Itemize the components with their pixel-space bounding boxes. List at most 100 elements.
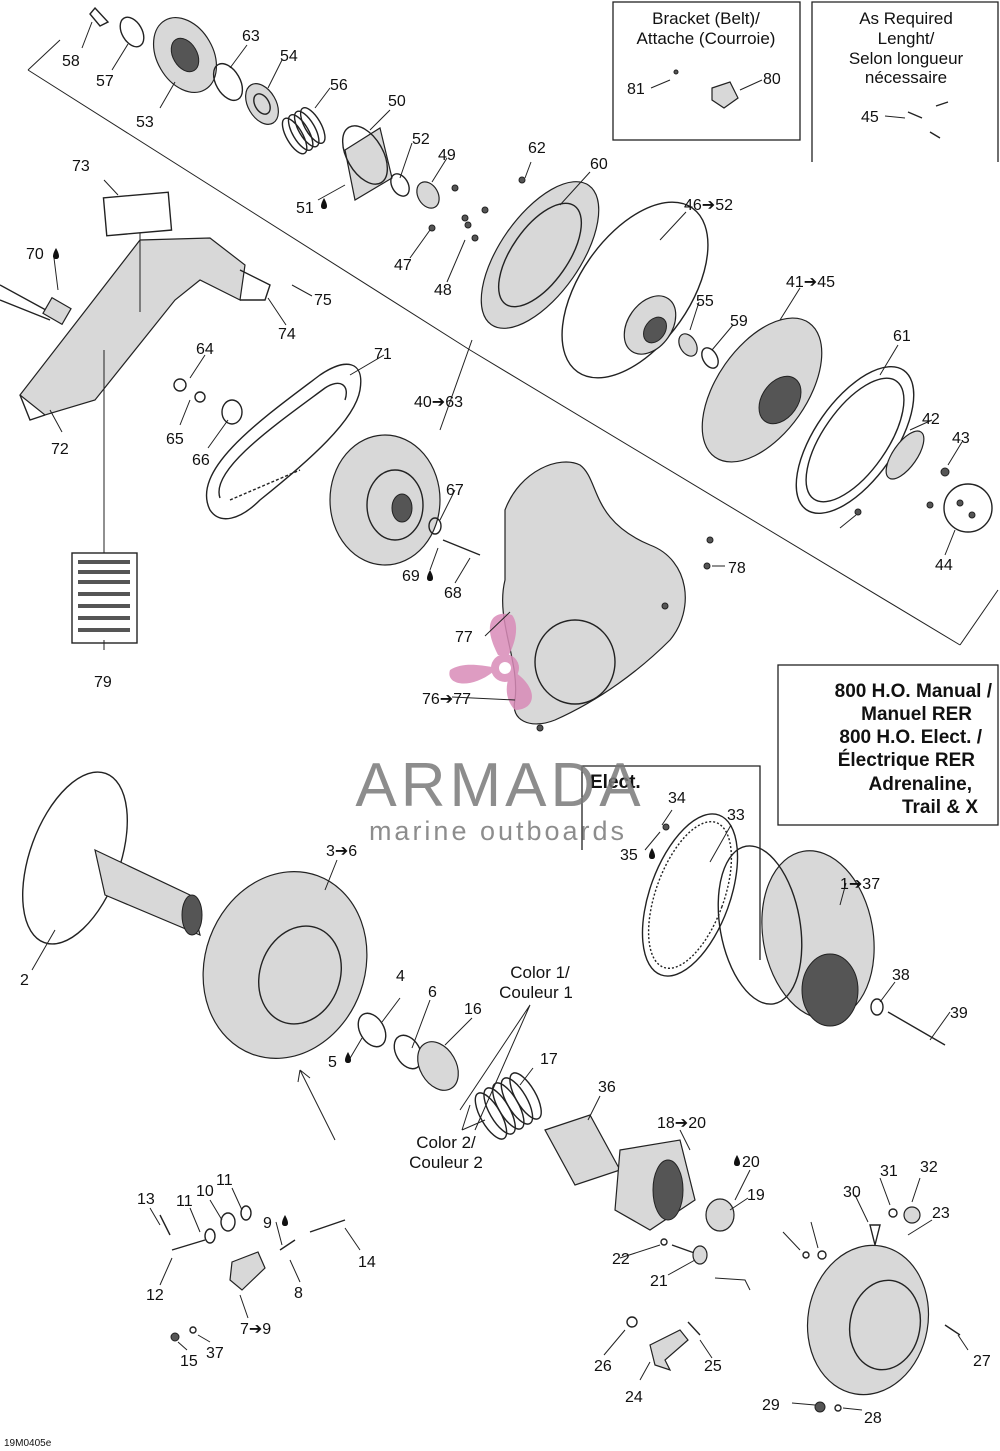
- drop-icon-5: [345, 1052, 351, 1063]
- bracket-title-line1: Bracket (Belt)/: [652, 9, 760, 28]
- part-label: 26: [594, 1358, 612, 1375]
- part-label: 40➔63: [414, 394, 463, 411]
- part-label: 43: [952, 430, 970, 447]
- part-label: 73: [72, 158, 90, 175]
- lower-parts: [21, 771, 961, 1413]
- part-label: 12: [146, 1287, 164, 1304]
- part-label: 33: [727, 807, 745, 824]
- part-label: 52: [412, 131, 430, 148]
- elect-label: Elect.: [590, 772, 641, 793]
- bracket-belt-box: Bracket (Belt)/ Attache (Courroie) 81 80: [612, 1, 801, 141]
- model-line6: Trail & X: [902, 797, 978, 818]
- elect-box: Elect.: [581, 765, 761, 960]
- part-label: 42: [922, 411, 940, 428]
- part-label: 2: [20, 972, 29, 989]
- part-label: 51: [296, 200, 314, 217]
- part-label: 66: [192, 452, 210, 469]
- part-label: 8: [294, 1285, 303, 1302]
- watermark: ARMADA marine outboards: [355, 613, 641, 846]
- part-label: 65: [166, 431, 184, 448]
- part-label: 19: [747, 1187, 765, 1204]
- part-label: 20: [742, 1154, 760, 1171]
- part-label: 62: [528, 140, 546, 157]
- part-label: 23: [932, 1205, 950, 1222]
- part-label: 78: [728, 560, 746, 577]
- part-label: 64: [196, 341, 214, 358]
- propeller-logo: [449, 613, 532, 710]
- part-label: 3➔6: [326, 843, 357, 860]
- drop-icon-35: [649, 848, 655, 859]
- color2-line1: Color 2/: [416, 1133, 476, 1152]
- part-label: 58: [62, 53, 80, 70]
- belt-guard: [0, 191, 271, 644]
- label-45: 45: [861, 109, 879, 126]
- part-label: 25: [704, 1358, 722, 1375]
- drop-icon-9: [282, 1215, 288, 1226]
- part-label: 70: [26, 246, 44, 263]
- color1-line2: Couleur 1: [499, 983, 573, 1002]
- drive-belt-and-pulley: [173, 363, 481, 566]
- part-label: 28: [864, 1410, 882, 1427]
- part-label: 61: [893, 328, 911, 345]
- part-label: 30: [843, 1184, 861, 1201]
- as-required-line2: Lenght/: [878, 29, 935, 48]
- part-label: 18➔20: [657, 1115, 706, 1132]
- drop-icon-20: [734, 1155, 740, 1166]
- part-label: 34: [668, 790, 686, 807]
- part-label: 47: [394, 257, 412, 274]
- part-label: 71: [374, 346, 392, 363]
- part-label: 77: [455, 629, 473, 646]
- as-required-line3: Selon longueur: [849, 49, 964, 68]
- part-label: 10: [196, 1183, 214, 1200]
- fluid-drop-icons: [53, 198, 740, 1226]
- part-label: 5: [328, 1054, 337, 1071]
- part-label: 60: [590, 156, 608, 173]
- model-line2: Manuel RER: [861, 704, 972, 725]
- model-line3: 800 H.O. Elect. /: [839, 727, 982, 748]
- part-label: 35: [620, 847, 638, 864]
- part-label: 56: [330, 77, 348, 94]
- part-label: 17: [540, 1051, 558, 1068]
- part-label: 4: [396, 968, 405, 985]
- drop-icon-69: [427, 570, 433, 581]
- part-label: 37: [206, 1345, 224, 1362]
- part-label: 29: [762, 1397, 780, 1414]
- part-label: 69: [402, 568, 420, 585]
- part-label: 24: [625, 1389, 643, 1406]
- part-label: 54: [280, 48, 298, 65]
- model-line1: 800 H.O. Manual /: [835, 681, 993, 702]
- part-label: 15: [180, 1353, 198, 1370]
- part-label: 11: [216, 1172, 233, 1189]
- part-label: 32: [920, 1159, 938, 1176]
- part-label: 11: [176, 1193, 193, 1210]
- part-label: 36: [598, 1079, 616, 1096]
- upper-parts: [89, 6, 993, 533]
- upper-assembly-bracket: [27, 39, 999, 646]
- part-label: 22: [612, 1251, 630, 1268]
- part-label: 76➔77: [422, 691, 471, 708]
- part-label: 75: [314, 292, 332, 309]
- label-80: 80: [763, 71, 781, 88]
- part-label: 67: [446, 482, 464, 499]
- part-label: 16: [464, 1001, 482, 1018]
- part-label: 48: [434, 282, 452, 299]
- part-label: 55: [696, 293, 714, 310]
- diagram-code: 19M0405e: [4, 1438, 52, 1449]
- part-label: 6: [428, 984, 437, 1001]
- model-line5: Adrenaline,: [869, 774, 972, 795]
- model-title-box: 800 H.O. Manual / Manuel RER 800 H.O. El…: [777, 664, 999, 826]
- part-label: 63: [242, 28, 260, 45]
- label-81: 81: [627, 81, 645, 98]
- part-label: 79: [94, 674, 112, 691]
- bracket-title-line2: Attache (Courroie): [637, 29, 776, 48]
- part-label: 72: [51, 441, 69, 458]
- drop-icon-51: [321, 198, 327, 209]
- drive-cover: [502, 461, 714, 732]
- part-label: 13: [137, 1191, 155, 1208]
- color2-line2: Couleur 2: [409, 1153, 483, 1172]
- part-label: 1➔37: [840, 876, 880, 893]
- leader-lines: [31, 21, 969, 1411]
- part-label: 49: [438, 147, 456, 164]
- part-label: 53: [136, 114, 154, 131]
